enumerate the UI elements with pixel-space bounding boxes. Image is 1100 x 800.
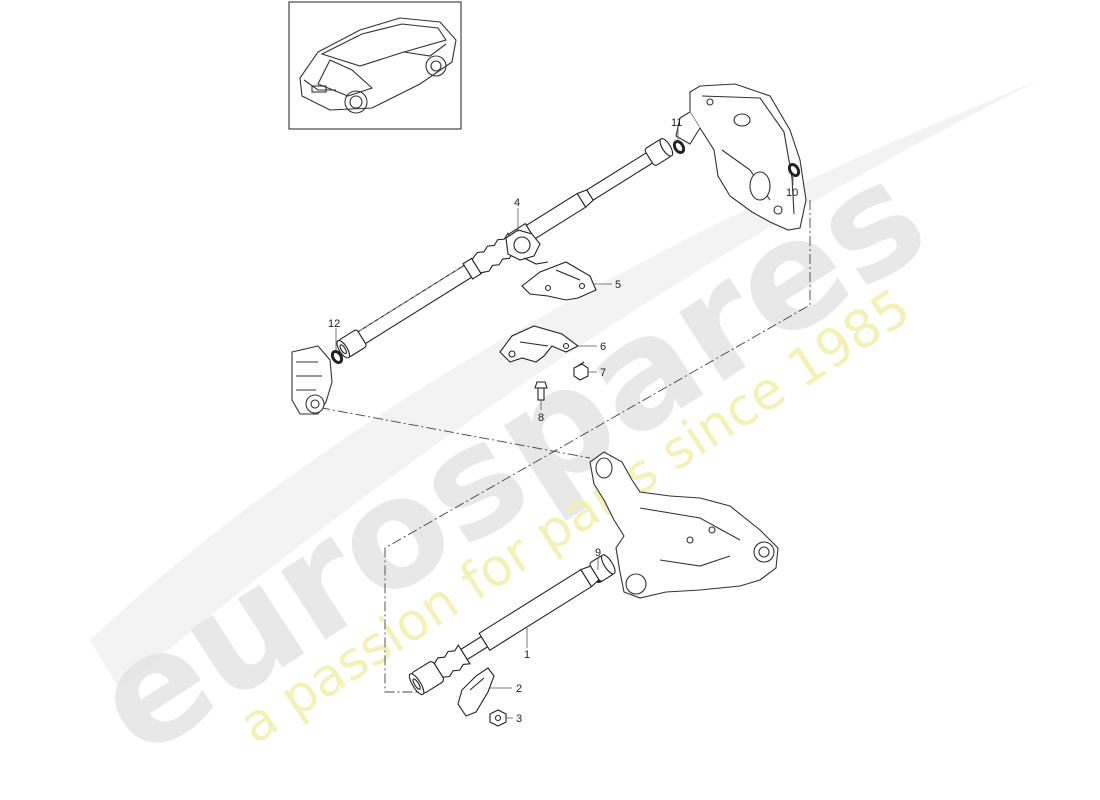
lower-propshaft bbox=[408, 554, 616, 696]
bolt-7 bbox=[573, 361, 589, 381]
vehicle-thumbnail-frame bbox=[288, 1, 462, 130]
callout-1: 1 bbox=[524, 649, 530, 661]
leader-lines bbox=[335, 128, 794, 719]
front-differential bbox=[291, 345, 333, 415]
bracket-upper bbox=[521, 261, 597, 301]
dashed-line-upper bbox=[384, 200, 811, 693]
suv-icon bbox=[299, 17, 457, 114]
upper-propshaft bbox=[336, 138, 674, 359]
lower-propshaft-boot bbox=[433, 644, 471, 678]
center-bearing bbox=[505, 229, 549, 265]
callout-9: 9 bbox=[595, 547, 601, 559]
callout-10: 10 bbox=[786, 187, 798, 199]
rear-axle-carrier bbox=[589, 451, 779, 599]
upper-propshaft-rear-tube bbox=[525, 192, 587, 240]
watermark-brand: eurospares bbox=[65, 128, 955, 790]
bracket-lower bbox=[499, 325, 580, 363]
heat-shield-bracket bbox=[457, 667, 495, 717]
seal-ring-10 bbox=[787, 162, 801, 178]
seal-ring-11 bbox=[672, 139, 686, 155]
callout-11: 11 bbox=[671, 117, 682, 129]
vehicle-thumbnail bbox=[288, 1, 462, 130]
callout-6: 6 bbox=[600, 341, 606, 353]
callout-7: 7 bbox=[600, 367, 606, 379]
transfer-case bbox=[675, 83, 807, 231]
callouts: 1 2 3 4 5 6 7 8 9 10 11 12 bbox=[328, 117, 798, 725]
watermark-swoosh bbox=[90, 80, 1040, 690]
callout-2: 2 bbox=[516, 683, 522, 695]
callout-8: 8 bbox=[538, 412, 544, 424]
watermark: eurospares a passion for parts since 198… bbox=[65, 80, 1040, 790]
callout-4: 4 bbox=[514, 197, 520, 209]
seal-ring-12 bbox=[330, 349, 344, 365]
callout-12: 12 bbox=[328, 318, 340, 330]
callout-5: 5 bbox=[615, 279, 621, 291]
bolt-8 bbox=[534, 381, 548, 401]
upper-propshaft-front-tube bbox=[357, 264, 473, 345]
callout-3: 3 bbox=[516, 713, 522, 725]
nut-3 bbox=[489, 709, 507, 727]
